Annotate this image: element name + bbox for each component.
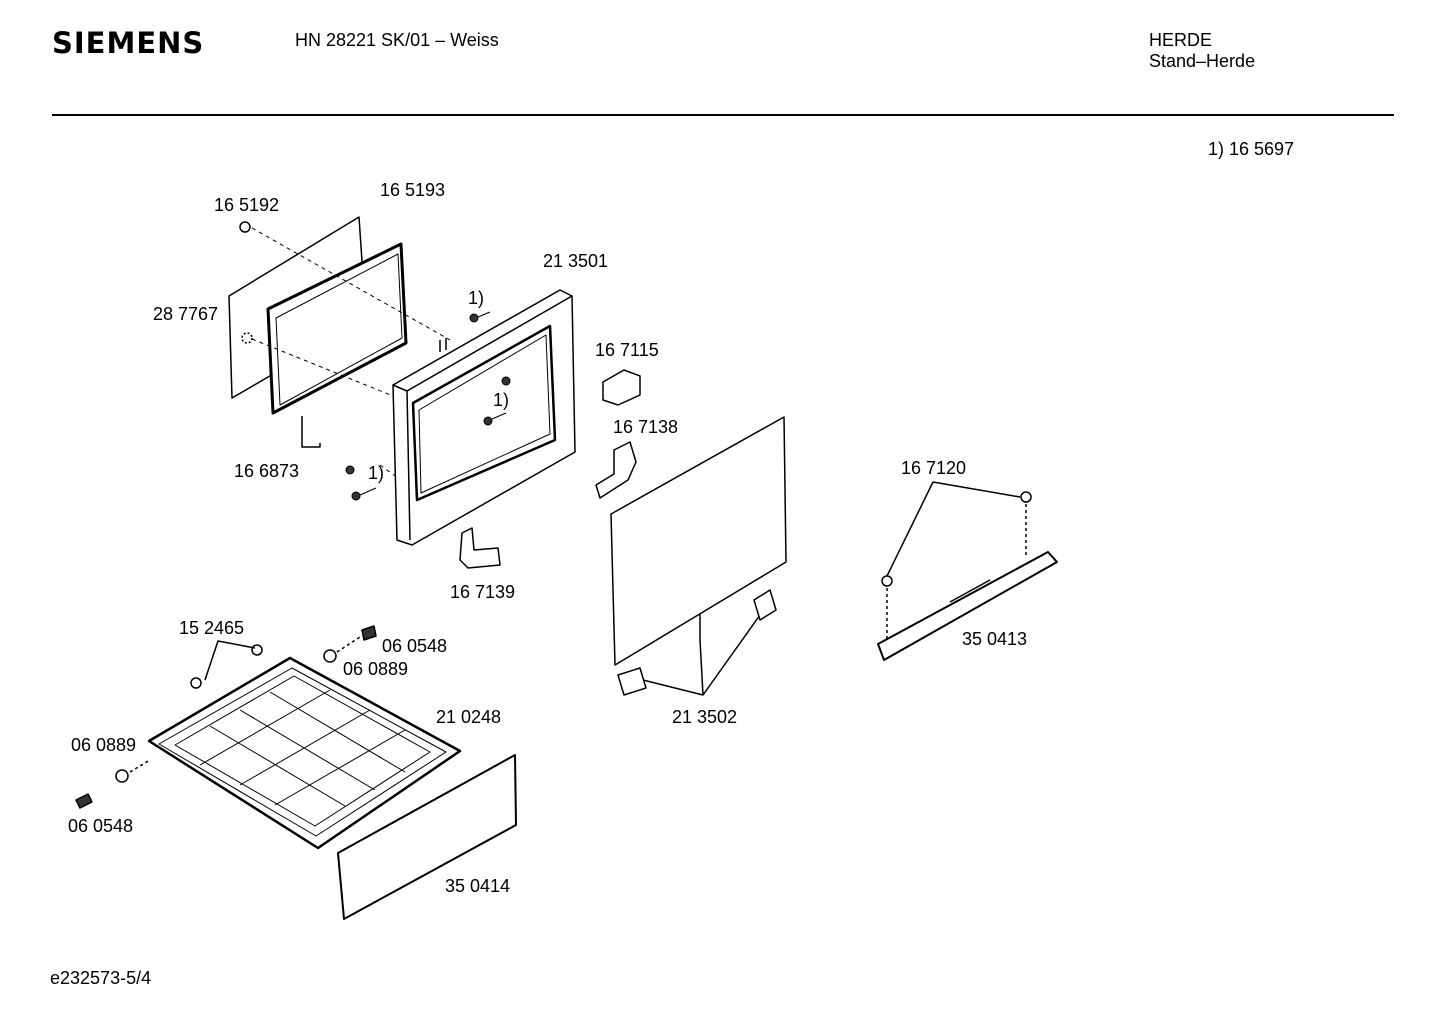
model-title: HN 28221 SK/01 – Weiss bbox=[295, 30, 499, 50]
part-label-213502: 21 3502 bbox=[672, 707, 738, 727]
ref-label-1c: 1) bbox=[368, 463, 385, 483]
part-label-167138: 16 7138 bbox=[613, 417, 679, 437]
door-handle bbox=[877, 481, 1058, 661]
part-label-167139: 16 7139 bbox=[450, 582, 516, 602]
hinge-167139 bbox=[459, 527, 501, 569]
part-label-350414: 35 0414 bbox=[445, 876, 511, 896]
part-label-167115: 16 7115 bbox=[595, 340, 659, 360]
drawer-front-panel bbox=[337, 754, 517, 920]
part-label-152465: 15 2465 bbox=[179, 618, 245, 638]
part-label-210248: 21 0248 bbox=[436, 707, 502, 727]
inner-door-frame bbox=[392, 289, 576, 546]
clip-165192 bbox=[239, 221, 251, 233]
header-divider bbox=[52, 114, 1394, 116]
ref-label-1a: 1) bbox=[468, 288, 485, 308]
screws bbox=[345, 311, 511, 501]
part-label-350413: 35 0413 bbox=[962, 629, 1028, 649]
category-label: HERDE bbox=[1149, 30, 1213, 50]
part-label-213501: 21 3501 bbox=[543, 251, 609, 271]
part-label-165192: 16 5192 bbox=[214, 195, 280, 215]
seal-strip bbox=[301, 416, 321, 448]
hinge-167115 bbox=[602, 369, 641, 406]
footnote-reference: 1) 16 5697 bbox=[1208, 139, 1295, 159]
door-seal bbox=[266, 242, 408, 415]
document-id: e232573-5/4 bbox=[50, 968, 152, 988]
subcategory-label: Stand–Herde bbox=[1149, 51, 1256, 71]
hinge-167138 bbox=[595, 441, 637, 499]
ref-label-1b: 1) bbox=[493, 390, 510, 410]
part-label-060548b: 06 0548 bbox=[68, 816, 134, 836]
part-label-167120: 16 7120 bbox=[901, 458, 967, 478]
part-label-060548a: 06 0548 bbox=[382, 636, 448, 656]
tray-fasteners bbox=[75, 625, 377, 809]
part-label-060889b: 06 0889 bbox=[71, 735, 137, 755]
clip-lower bbox=[241, 332, 253, 344]
part-label-060889a: 06 0889 bbox=[343, 659, 409, 679]
part-label-287767: 28 7767 bbox=[153, 304, 219, 324]
brand-logo: SIEMENS bbox=[52, 26, 205, 60]
part-label-165193: 16 5193 bbox=[380, 180, 446, 200]
side-panel bbox=[610, 416, 787, 696]
part-label-166873: 16 6873 bbox=[234, 461, 300, 481]
baking-tray bbox=[147, 656, 462, 850]
